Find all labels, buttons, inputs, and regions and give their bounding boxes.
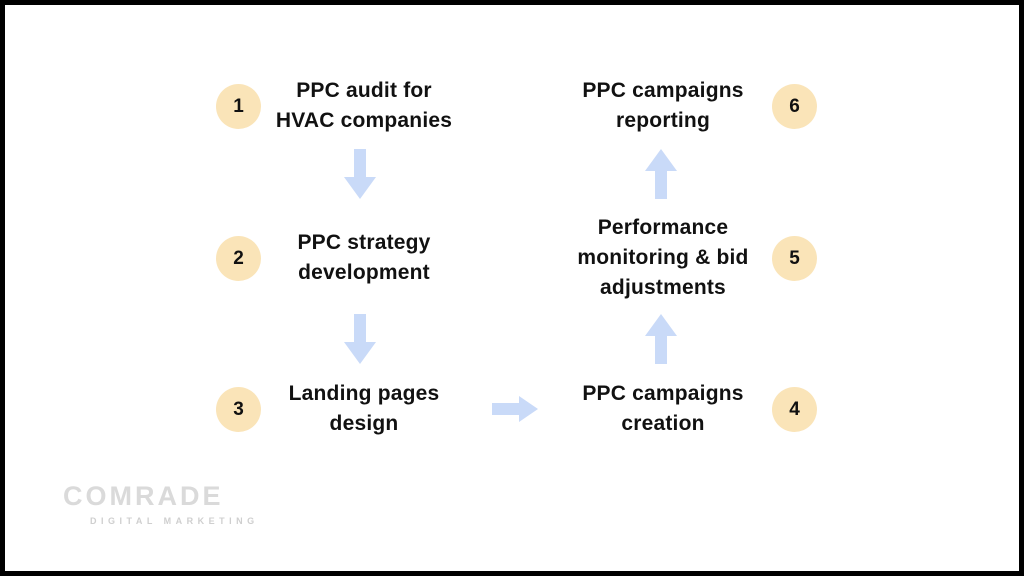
step-6-number-badge: 6	[772, 84, 817, 129]
arrow-down-icon	[344, 149, 376, 199]
step-2-number: 2	[233, 247, 244, 269]
step-2-number-badge: 2	[216, 236, 261, 281]
comrade-logo-tagline: DIGITAL MARKETING	[90, 516, 259, 526]
step-6-number: 6	[789, 95, 800, 117]
arrow-right-icon	[492, 396, 538, 422]
step-1-label: PPC audit for HVAC companies	[249, 76, 479, 136]
step-4-label: PPC campaigns creation	[538, 379, 788, 439]
step-4-number: 4	[789, 398, 800, 420]
step-1-number-badge: 1	[216, 84, 261, 129]
step-5-label-line-2: monitoring & bid	[577, 246, 749, 269]
step-5-number: 5	[789, 247, 800, 269]
step-6-label: PPC campaigns reporting	[538, 76, 788, 136]
step-2-label: PPC strategy development	[249, 228, 479, 288]
comrade-logo: COMRADE	[63, 481, 224, 511]
arrow-down-icon	[344, 314, 376, 364]
step-5-number-badge: 5	[772, 236, 817, 281]
step-6-label-line-2: reporting	[616, 109, 710, 132]
step-2-label-line-2: development	[298, 261, 430, 284]
step-4-label-line-1: PPC campaigns	[582, 382, 744, 405]
step-4-label-line-2: creation	[621, 412, 705, 435]
step-5-label: Performance monitoring & bid adjustments	[538, 213, 788, 303]
arrow-up-icon	[645, 149, 677, 199]
step-3-number-badge: 3	[216, 387, 261, 432]
step-1-label-line-1: PPC audit for	[296, 79, 432, 102]
step-4-number-badge: 4	[772, 387, 817, 432]
step-3-label-line-1: Landing pages	[288, 382, 440, 405]
step-1-label-line-2: HVAC companies	[275, 109, 453, 132]
step-5-label-line-1: Performance	[597, 216, 729, 239]
step-3-number: 3	[233, 398, 244, 420]
step-3-label-line-2: design	[329, 412, 399, 435]
arrow-up-icon	[645, 314, 677, 364]
step-3-label: Landing pages design	[249, 379, 479, 439]
step-1-number: 1	[233, 95, 244, 117]
step-6-label-line-1: PPC campaigns	[582, 79, 744, 102]
step-5-label-line-3: adjustments	[600, 276, 726, 299]
step-2-label-line-1: PPC strategy	[297, 231, 431, 254]
